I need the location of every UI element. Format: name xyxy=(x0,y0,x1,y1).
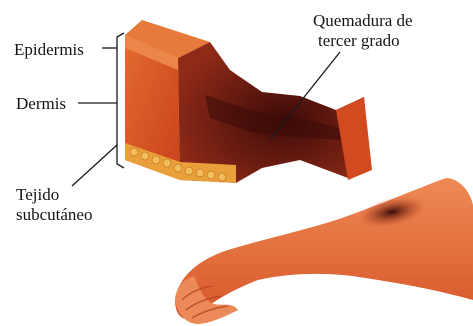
forearm xyxy=(175,178,473,319)
subcutaneous-pointer xyxy=(72,145,117,186)
burn-label-line1: Quemadura de xyxy=(313,11,413,30)
burn-label-line2: tercer grado xyxy=(318,31,400,50)
layer-bracket xyxy=(117,33,124,168)
subcutaneous-label-line2: subcutáneo xyxy=(16,205,92,224)
arm-illustration xyxy=(175,178,473,324)
subcutaneous-label-line1: Tejido xyxy=(16,185,59,204)
epidermis-label: Epidermis xyxy=(14,40,84,59)
dermis-label: Dermis xyxy=(16,94,66,113)
